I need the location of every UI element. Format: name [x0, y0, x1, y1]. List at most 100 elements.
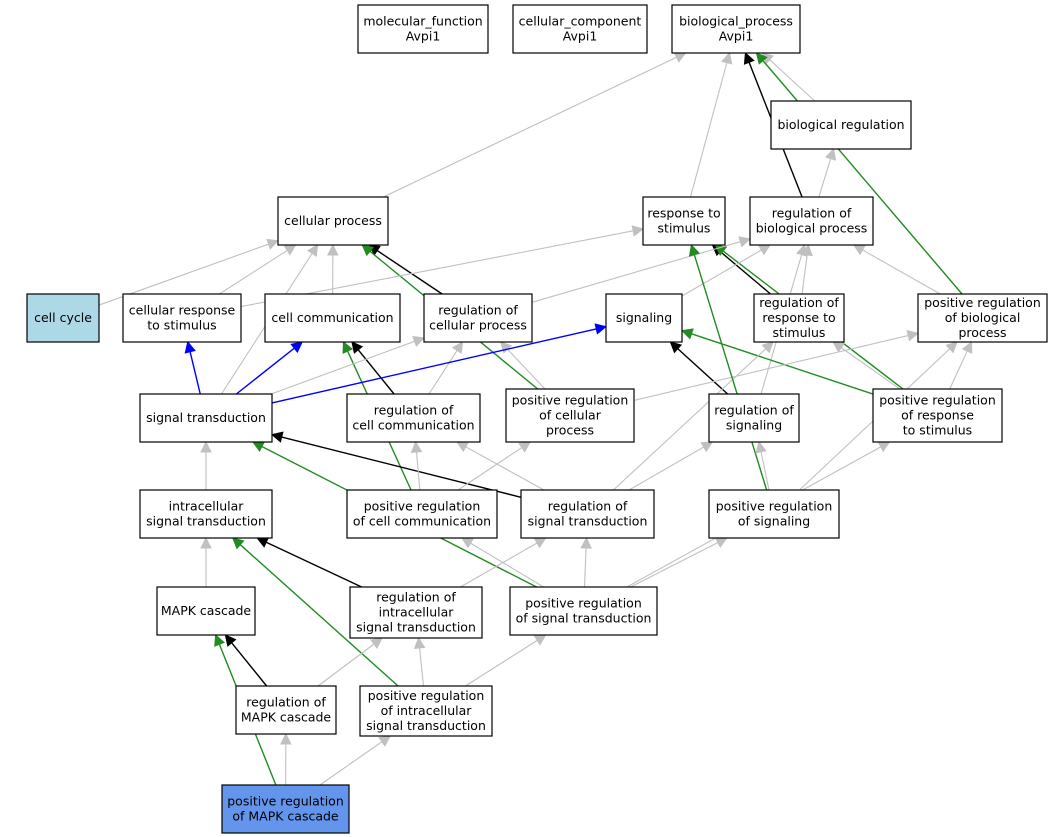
edge-arrowhead [688, 243, 701, 257]
edge-line [271, 340, 415, 395]
node-label-line: regulation of [246, 694, 326, 709]
edge-line [231, 642, 268, 687]
node-box[interactable] [872, 388, 1003, 443]
edge-arrowhead [280, 732, 292, 745]
edge-line [531, 241, 741, 303]
node-box[interactable] [605, 293, 683, 343]
edge-line [376, 249, 443, 295]
node-box[interactable] [346, 393, 481, 443]
node-label-line: response to [647, 205, 720, 220]
node-label-line: biological process [756, 220, 868, 235]
node-box[interactable] [346, 489, 498, 539]
edge-arrowhead [961, 340, 973, 354]
edge-arrowhead [410, 440, 423, 453]
node-box[interactable] [671, 4, 801, 54]
node-signaling[interactable]: signaling [605, 293, 683, 343]
edge-line [693, 254, 768, 491]
node-label-line: of cellular [539, 407, 602, 422]
node-label-line: regulation of [548, 498, 628, 513]
node-box[interactable] [349, 586, 483, 639]
node-cell-communication[interactable]: cell communication [264, 293, 401, 343]
node-label-line: regulation of [438, 302, 518, 317]
node-box[interactable] [512, 4, 648, 54]
edge-arrowhead [673, 52, 687, 63]
node-label-line: positive regulation [716, 498, 833, 513]
edge-arrowhead [266, 238, 280, 250]
edge-arrowhead [184, 340, 196, 354]
node-mapk-cascade[interactable]: MAPK cascade [156, 586, 256, 636]
node-label-line: signal transduction [146, 513, 266, 528]
node-box[interactable] [505, 388, 635, 443]
node-box[interactable] [753, 293, 845, 343]
node-box[interactable] [749, 196, 874, 246]
node-box[interactable] [122, 293, 242, 343]
node-box[interactable] [509, 586, 658, 636]
node-label-line: cell communication [352, 417, 474, 432]
edge-positive_regulation_of_signaling-to-regulation_of_signaling [755, 440, 770, 491]
edge-line [189, 351, 201, 395]
edge-signal_transduction-to-signaling [271, 323, 608, 404]
edge-line [470, 542, 544, 588]
node-box[interactable] [708, 489, 840, 539]
node-box[interactable] [917, 293, 1048, 343]
node-box[interactable] [708, 393, 800, 443]
edge-line [769, 59, 816, 102]
edge-mapk_cascade-to-intracellular_signal_transduction [200, 536, 212, 587]
edge-positive_regulation_of_signal_transduction-to-positive_regulation_of_signaling [630, 537, 728, 588]
edge-positive_regulation_of_cellular_process-to-positive_regulation_of_biological_process [633, 330, 920, 401]
edge-signal_transduction-to-cell_communication [235, 341, 304, 395]
node-box[interactable] [357, 4, 489, 54]
edge-arrowhead [370, 637, 383, 649]
edge-positive_regulation_of_mapk_cascade-to-positive_regulation_of_intracellular_signal_transduction [319, 735, 392, 786]
edge-regulation_of_signal_transduction-to-regulation_of_cell_communication [456, 441, 545, 491]
node-signal-transduction[interactable]: signal transduction [139, 393, 273, 443]
node-box[interactable] [277, 196, 389, 246]
node-box[interactable] [642, 196, 726, 246]
node-box[interactable] [156, 586, 256, 636]
edge-line [630, 542, 719, 588]
node-box[interactable] [423, 293, 533, 343]
node-box[interactable] [359, 685, 493, 737]
node-label-line: regulation of [714, 402, 794, 417]
edge-arrowhead [755, 440, 767, 454]
node-box[interactable] [139, 393, 273, 443]
edge-arrowhead [743, 51, 755, 65]
node-box[interactable] [139, 489, 273, 539]
edge-line [583, 547, 587, 588]
edge-line [319, 741, 383, 786]
edge-cellular_process-to-biological_process [383, 52, 687, 198]
node-box[interactable] [520, 489, 655, 539]
node-box[interactable] [235, 685, 337, 735]
node-cell-cycle[interactable]: cell cycle [26, 293, 100, 343]
node-box[interactable] [770, 100, 912, 150]
node-box[interactable] [264, 293, 401, 343]
node-box[interactable] [221, 784, 350, 834]
node-biological-regulation[interactable]: biological regulation [770, 100, 912, 150]
node-cellular-process[interactable]: cellular process [277, 196, 389, 246]
node-box[interactable] [26, 293, 100, 343]
